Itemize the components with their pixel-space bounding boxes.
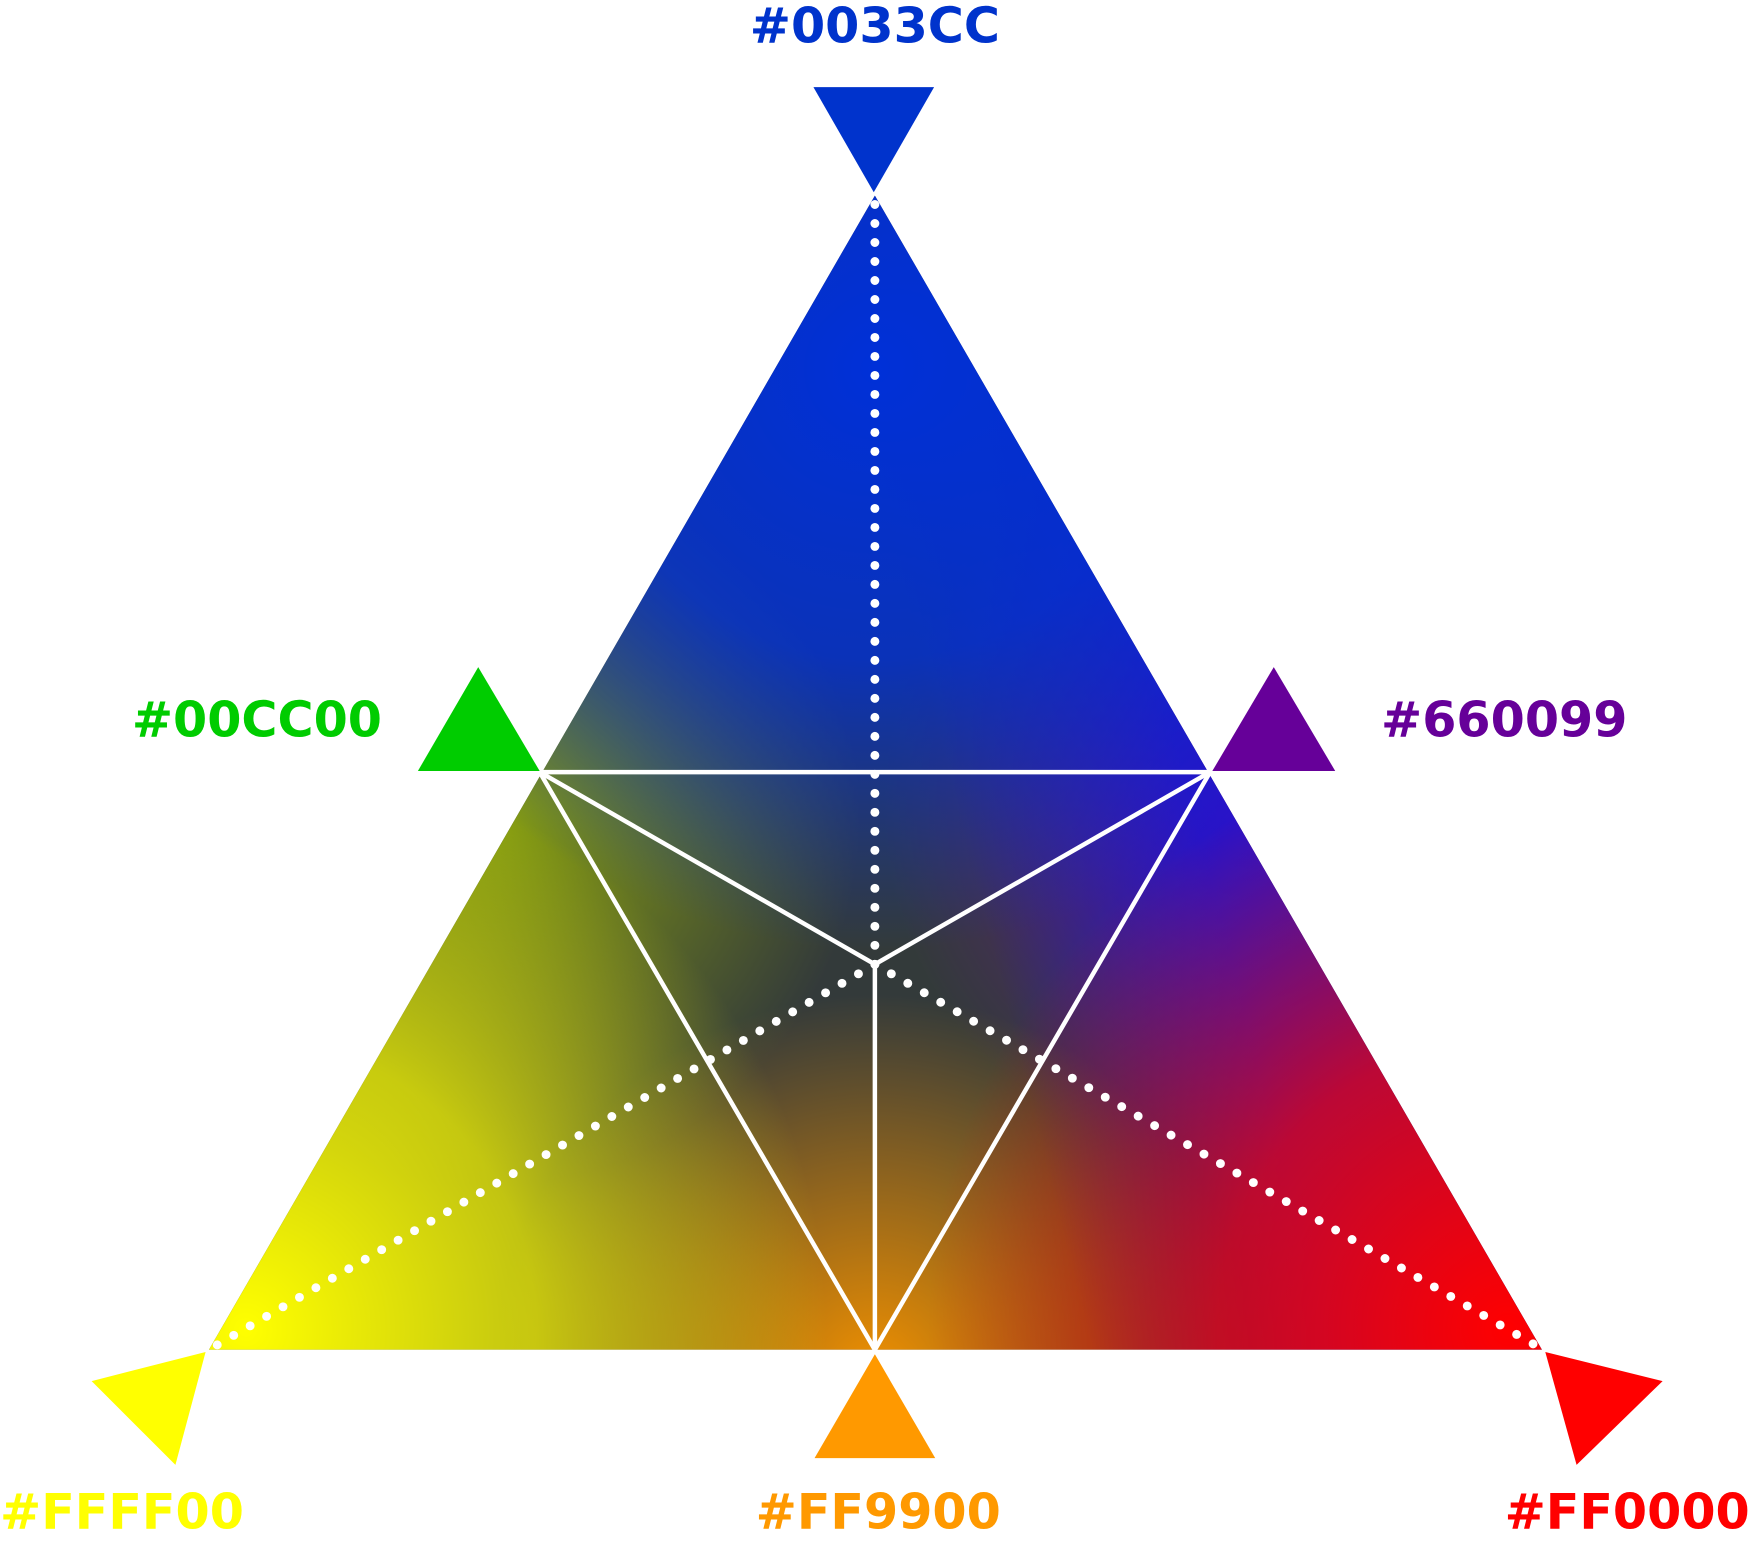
marker-orange-triangle bbox=[814, 1354, 936, 1459]
label-right-mid: #660099 bbox=[1381, 690, 1627, 748]
dotted-lines bbox=[210, 196, 1542, 1351]
label-bottom-left: #FFFF00 bbox=[0, 1483, 244, 1541]
marker-green-triangle bbox=[417, 667, 540, 771]
marker-red-triangle bbox=[1545, 1352, 1663, 1465]
label-bottom-mid: #FF9900 bbox=[756, 1483, 1001, 1541]
marker-purple-triangle bbox=[1212, 667, 1336, 771]
marker-yellow-triangle bbox=[91, 1352, 206, 1465]
label-top: #0033CC bbox=[750, 0, 1000, 54]
marker-blue-triangle bbox=[813, 87, 935, 193]
label-left-mid: #00CC00 bbox=[132, 690, 382, 748]
label-bottom-right: #FF0000 bbox=[1505, 1483, 1750, 1541]
